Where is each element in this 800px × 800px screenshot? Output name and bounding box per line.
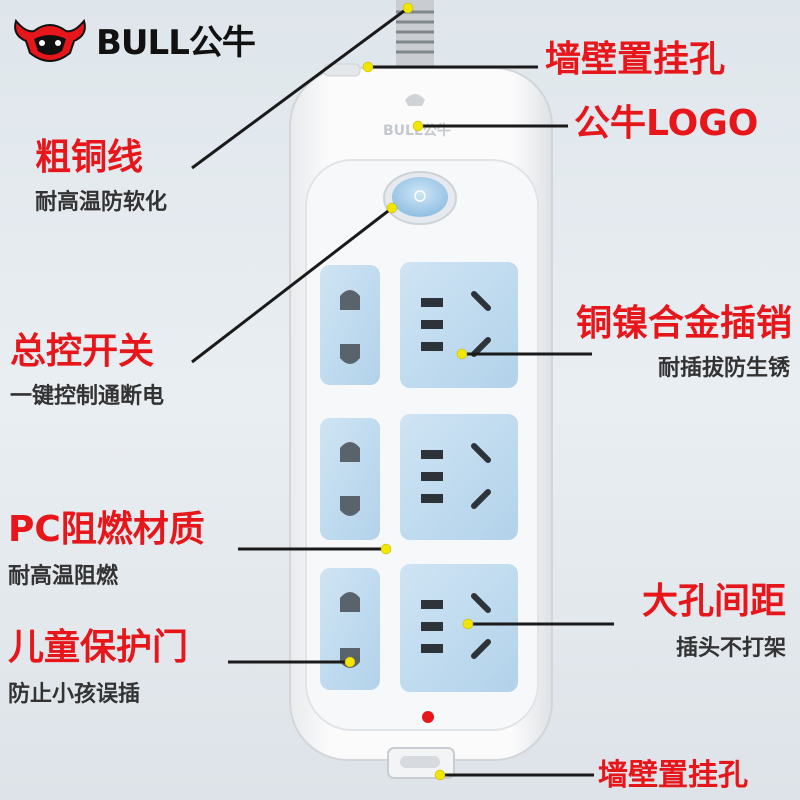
power-cable (396, 0, 434, 68)
callout-spacing-subtitle: 插头不打架 (675, 636, 786, 661)
brand-name-cn: 公牛 (188, 22, 256, 63)
callout-pc-material-title: PC阻燃材质 (8, 509, 205, 550)
callout-spacing-title: 大孔间距 (641, 581, 786, 622)
leader-lines (191, 6, 614, 777)
callout-copper-wire-subtitle: 耐高温防软化 (35, 190, 168, 215)
callout-wall-hole-top-title: 墙壁置挂孔 (545, 39, 726, 80)
callout-pc-material-subtitle: 耐高温阻燃 (8, 564, 119, 589)
three-pin-socket-2[interactable] (400, 414, 518, 540)
callout-switch-subtitle: 一键控制通断电 (10, 384, 165, 409)
two-pin-socket-2[interactable] (320, 418, 380, 540)
callout-pins-subtitle: 耐插拔防生锈 (657, 356, 790, 381)
callout-child-door-title: 儿童保护门 (8, 627, 189, 668)
callout-pins-title: 铜镍合金插销 (575, 303, 792, 344)
bull-head-icon (14, 18, 86, 62)
callout-wall-hole-bottom-title: 墙壁置挂孔 (598, 758, 748, 793)
two-pin-socket-1[interactable] (320, 265, 380, 385)
three-pin-socket-3[interactable] (400, 564, 518, 692)
brand-name: BULL (96, 22, 190, 63)
callout-copper-wire-title: 粗铜线 (35, 137, 144, 178)
indicator-light (422, 711, 434, 723)
three-pin-socket-1[interactable] (400, 262, 518, 388)
callout-child-door-subtitle: 防止小孩误插 (8, 682, 141, 707)
power-switch[interactable] (383, 171, 457, 225)
two-pin-socket-3[interactable] (320, 568, 380, 690)
callout-dots (344, 2, 474, 781)
brand-logo: BULL公牛 (10, 10, 260, 68)
callout-switch-title: 总控开关 (10, 331, 155, 372)
callout-logo-title: 公牛LOGO (574, 103, 759, 144)
